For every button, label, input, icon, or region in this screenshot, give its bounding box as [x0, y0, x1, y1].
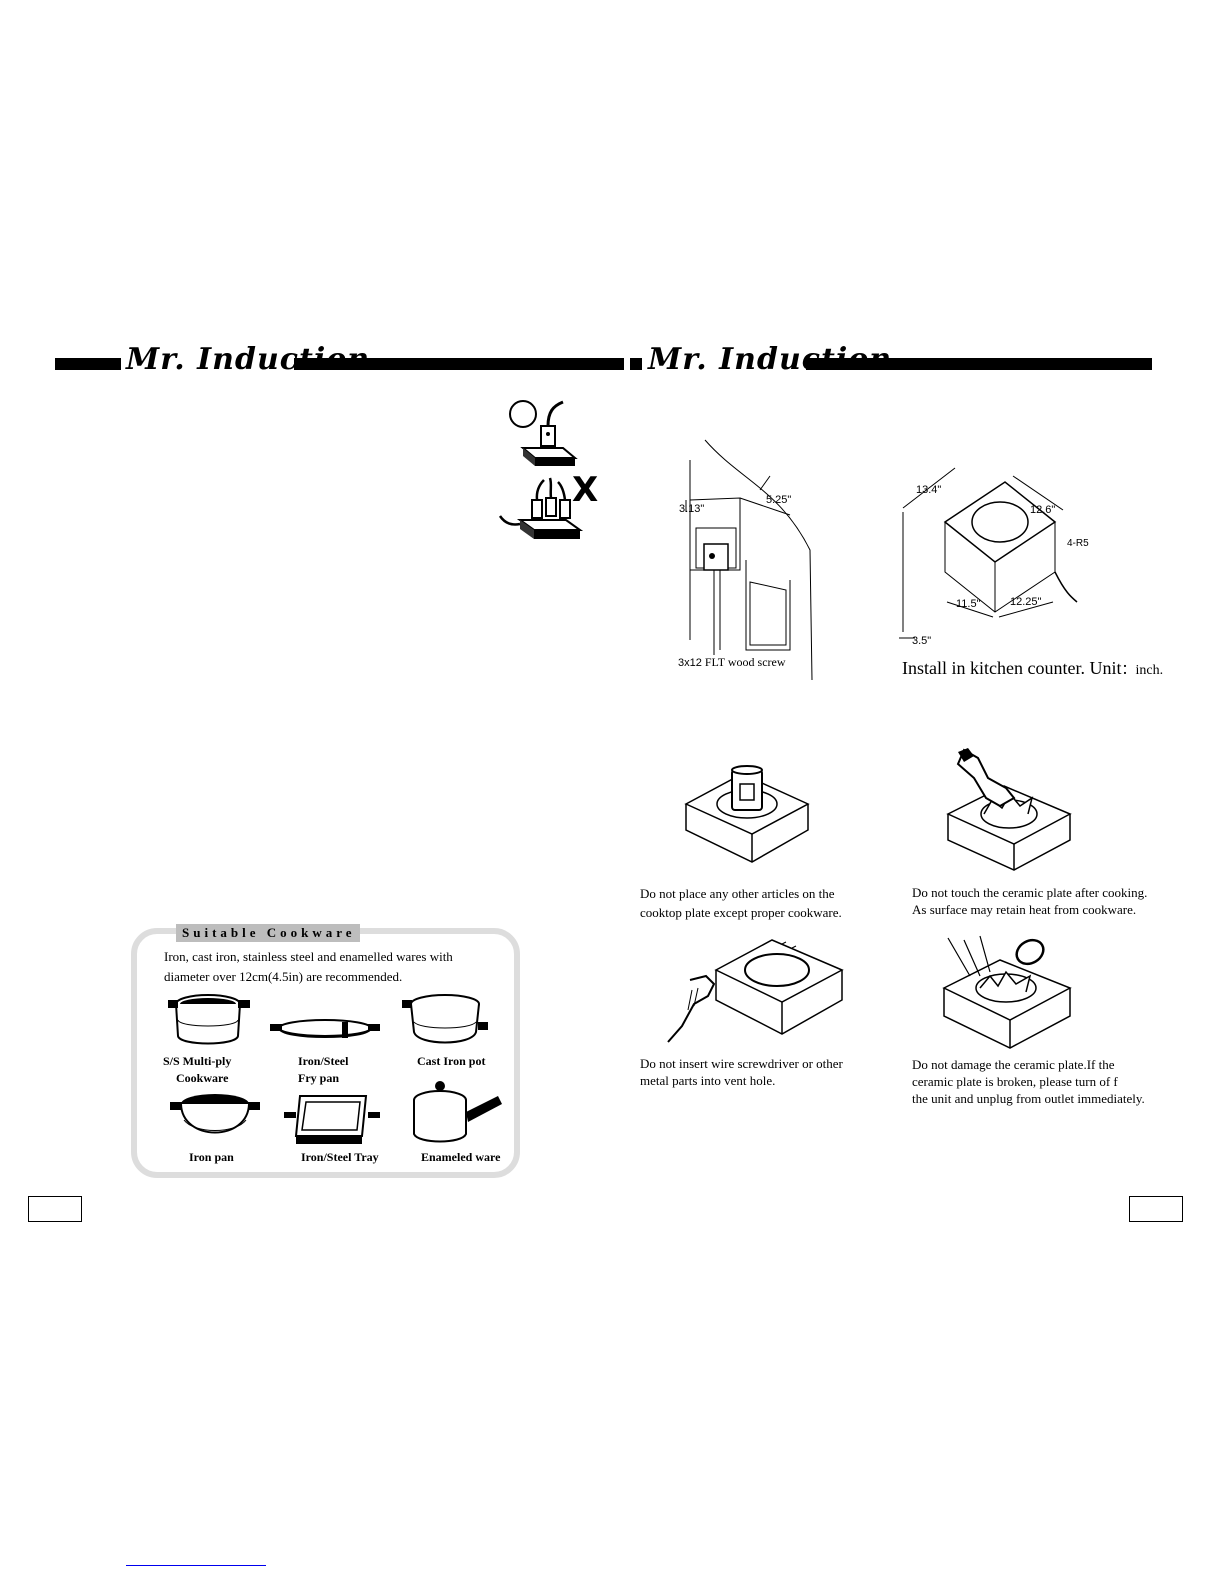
dim-11-5: 11.5" [956, 598, 981, 610]
cookware-label-3: Cast Iron pot [417, 1054, 486, 1068]
screw-label: 3x12 FLT wood screw [678, 655, 786, 670]
cast-iron-pot-icon [402, 992, 488, 1050]
multi-ply-pot-icon [168, 990, 250, 1052]
dim-3-5: 3.5" [912, 635, 932, 647]
cookware-label-5: Iron/Steel Tray [301, 1150, 379, 1164]
dim-4-r5: 4-R5 [1067, 538, 1089, 549]
cookware-label-2b: Fry pan [298, 1071, 340, 1085]
dim-12-6: 12.6" [1030, 504, 1056, 516]
iron-pan-icon [170, 1094, 260, 1150]
cookware-box-title [176, 924, 360, 942]
dim-12-25: 12.25" [1010, 596, 1042, 608]
cookware-label-6: Enameled ware [421, 1150, 501, 1164]
enameled-ware-icon [404, 1081, 502, 1146]
no-articles-icon [682, 760, 812, 870]
right-header-bar-long [806, 358, 1152, 370]
install-caption: Install in kitchen counter. Unit：inch. [902, 658, 1163, 679]
install-caption-main: Install in kitchen counter. Unit [902, 658, 1122, 678]
cookware-label-4: Iron pan [189, 1150, 234, 1164]
fry-pan-icon [270, 1016, 380, 1038]
screw-label-prefix: 3x12 [678, 657, 702, 669]
no-damage-icon [940, 936, 1080, 1051]
left-header-bar-short [55, 358, 121, 370]
warning-text-1: Do not place any other articles on the c… [640, 886, 842, 920]
dim-3-13: 3.13" [679, 503, 705, 515]
cooktop-dimension-diagram [895, 462, 1095, 642]
outlet-wrong-figure: X [500, 470, 610, 546]
single-plug-outlet-icon [505, 398, 585, 466]
cookware-title-text: Suitable Cookware [182, 925, 356, 940]
outlet-correct-figure: O [505, 398, 585, 473]
dim-5-25: 5.25" [766, 494, 792, 506]
cookware-description: Iron, cast iron, stainless steel and ena… [164, 949, 453, 984]
no-vent-insert-icon [662, 930, 852, 1045]
cookware-label-2: Iron/Steel [298, 1054, 349, 1068]
tray-icon [284, 1090, 380, 1144]
warning-text-3: Do not insert wire screwdriver or other … [640, 1056, 843, 1088]
dim-13-4: 13.4" [916, 484, 942, 496]
screw-label-text: FLT wood screw [701, 655, 786, 669]
right-page-number-box [1129, 1196, 1183, 1222]
warning-text-4: Do not damage the ceramic plate.If the c… [912, 1057, 1145, 1106]
multi-plug-outlet-icon [500, 476, 610, 539]
wrong-mark-text: X [572, 470, 599, 510]
right-header-bar-short [630, 358, 642, 370]
correct-mark [509, 400, 537, 428]
left-page-number-box [28, 1196, 82, 1222]
warning-text-2: Do not touch the ceramic plate after coo… [912, 885, 1148, 917]
no-touch-hot-icon [944, 748, 1074, 873]
install-caption-unit: ：inch. [1121, 663, 1164, 678]
cookware-label-1: S/S Multi-ply [163, 1054, 232, 1068]
footer-link-underline [126, 1565, 266, 1566]
cookware-label-1b: Cookware [176, 1071, 229, 1085]
left-header-bar-long [294, 358, 624, 370]
cabinet-install-diagram [660, 440, 820, 680]
